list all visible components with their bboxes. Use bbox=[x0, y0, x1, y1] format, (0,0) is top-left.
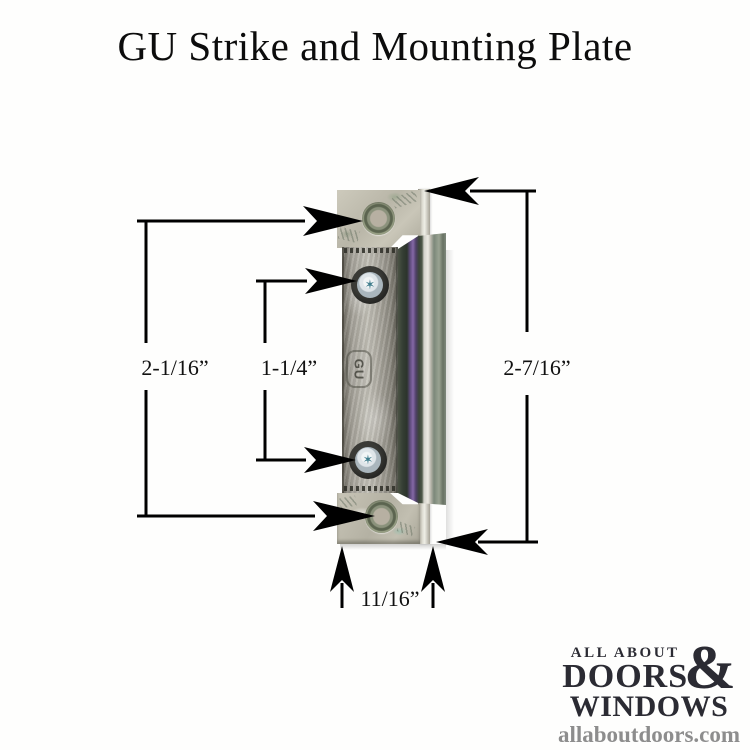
serrated-edge-top bbox=[344, 248, 398, 253]
screw-torx-icon: ✶ bbox=[355, 447, 381, 473]
photo-shadow bbox=[446, 250, 454, 540]
logo-doors: DOORS bbox=[562, 658, 689, 696]
logo-left-column: ALL ABOUT DOORS bbox=[562, 645, 689, 696]
dimension-label-bottom: 11/16” bbox=[360, 586, 420, 611]
logo-windows: WINDOWS bbox=[569, 689, 729, 723]
dimension-label-right: 2-7/16” bbox=[503, 355, 571, 380]
photo-shadow bbox=[340, 544, 446, 550]
logo-website: allaboutdoors.com bbox=[557, 721, 741, 747]
company-logo: ALL ABOUT DOORS & WINDOWS allaboutdoors.… bbox=[553, 634, 745, 747]
dimension-label-screw-spacing: 1-1/4” bbox=[260, 355, 318, 380]
mounting-hole-top bbox=[362, 202, 395, 235]
serrated-edge-bottom bbox=[344, 486, 398, 491]
dimension-lines bbox=[137, 189, 538, 608]
arrowheads bbox=[303, 177, 488, 592]
logo-all-about: ALL ABOUT bbox=[570, 645, 680, 662]
screw-torx-icon: ✶ bbox=[357, 272, 383, 298]
gu-brand-stamp: GU bbox=[346, 350, 372, 388]
logo-main-rows: ALL ABOUT DOORS & bbox=[553, 634, 745, 702]
page-title: GU Strike and Mounting Plate bbox=[117, 23, 633, 69]
screw-top: ✶ bbox=[351, 266, 389, 304]
strike-channel bbox=[398, 233, 446, 508]
dimension-label-left: 2-1/16” bbox=[141, 355, 209, 380]
logo-ampersand: & bbox=[684, 634, 736, 702]
